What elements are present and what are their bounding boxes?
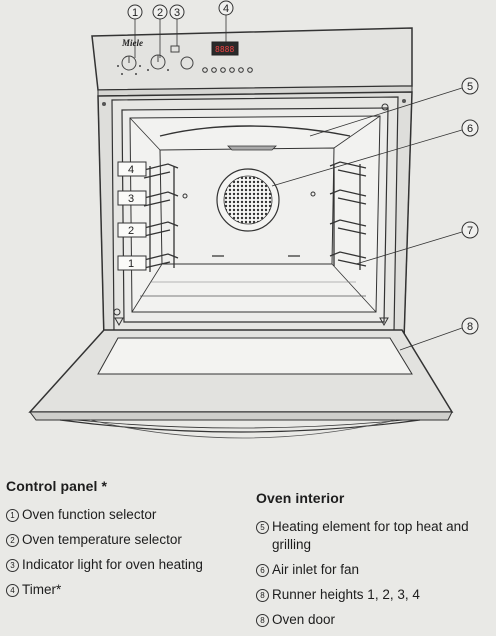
heating-indicator-light [170, 45, 180, 53]
svg-text:3: 3 [174, 7, 180, 19]
svg-text:4: 4 [223, 3, 229, 15]
legend-item: 1 Oven function selector [6, 506, 246, 524]
callout-4: 4 [218, 0, 234, 42]
legend-number: 1 [6, 509, 19, 522]
brand-logo: Miele [121, 38, 143, 48]
legend-number: 2 [6, 534, 19, 547]
svg-text:8: 8 [467, 321, 473, 333]
svg-text:6: 6 [467, 123, 473, 135]
svg-text:2: 2 [157, 7, 163, 19]
selector-knob-extra [180, 56, 194, 70]
legend-number: 8 [256, 589, 269, 602]
legend-text: Air inlet for fan [272, 562, 360, 577]
legend-text: Oven door [272, 612, 336, 627]
legend-text: Heating element for top heat and grillin… [272, 519, 469, 552]
top-heating-element [159, 125, 351, 137]
timer: 8888 [202, 41, 253, 73]
legend-item: 6 Air inlet for fan [256, 561, 492, 579]
legend-item: 3 Indicator light for oven heating [6, 556, 246, 574]
runner-label-2: 2 [117, 222, 147, 238]
oven-interior-heading: Oven interior [256, 490, 345, 506]
function-selector-knob [117, 55, 141, 75]
legend-number: 3 [6, 559, 19, 572]
legend-item: 8 Oven door [256, 611, 492, 629]
runner-label-3: 3 [117, 190, 147, 206]
legend-number: 5 [256, 521, 269, 534]
legend-item: 8 Runner heights 1, 2, 3, 4 [256, 586, 492, 604]
control-panel-legend: Control panel * 1 Oven function selector… [6, 478, 246, 606]
runners-right [329, 161, 367, 270]
svg-text:1: 1 [132, 7, 138, 19]
svg-text:3: 3 [128, 193, 134, 205]
legend-text: Oven temperature selector [22, 532, 182, 547]
legend-number: 6 [256, 564, 269, 577]
legend-text: Timer* [22, 582, 62, 597]
callout-8: 8 [399, 317, 479, 351]
legend-text: Oven function selector [22, 507, 157, 522]
legend-item: 4 Timer* [6, 581, 246, 599]
temperature-selector-knob [147, 54, 169, 71]
legend-number: 8 [256, 614, 269, 627]
svg-text:2: 2 [128, 225, 134, 237]
runner-label-4: 4 [117, 161, 147, 177]
callout-5: 5 [309, 77, 479, 137]
callout-6: 6 [271, 119, 479, 187]
svg-text:1: 1 [128, 258, 134, 270]
legend-text: Indicator light for oven heating [22, 557, 203, 572]
timer-display: 8888 [215, 45, 234, 54]
legend-item: 5 Heating element for top heat and grill… [256, 518, 492, 554]
runner-label-1: 1 [117, 255, 147, 271]
legend-number: 4 [6, 584, 19, 597]
control-panel-heading: Control panel * [6, 478, 108, 494]
oven-diagram: Miele 8888 1 [28, 0, 479, 439]
oven-door [28, 329, 454, 439]
callout-2: 2 [152, 4, 168, 58]
svg-text:7: 7 [467, 225, 473, 237]
svg-text:5: 5 [467, 81, 473, 93]
legend-item: 2 Oven temperature selector [6, 531, 246, 549]
air-inlet-fan [216, 168, 280, 232]
runners-left [143, 163, 179, 272]
svg-text:4: 4 [128, 164, 134, 176]
callout-7: 7 [355, 221, 479, 265]
oven-interior-legend: Oven interior 5 Heating element for top … [256, 478, 492, 636]
callout-1: 1 [127, 4, 143, 58]
callout-3: 3 [169, 4, 185, 46]
legend-text: Runner heights 1, 2, 3, 4 [272, 587, 420, 602]
control-panel: Miele 8888 [91, 27, 413, 97]
